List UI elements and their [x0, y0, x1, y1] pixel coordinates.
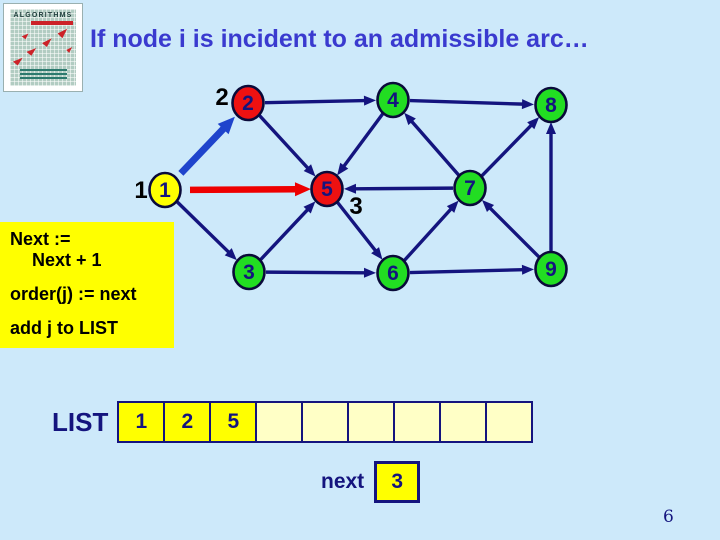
arrowhead-6-9: [521, 264, 535, 275]
graph-node-label-7: 7: [464, 177, 476, 200]
arrowhead-7-4: [404, 112, 416, 126]
list-cell-5: [301, 401, 350, 443]
book-cover-title: ALGORITHMS: [13, 12, 73, 19]
code-line-next-assign: Next :=: [10, 229, 71, 249]
code-line-order-assign: order(j) := next: [10, 284, 137, 304]
red-darts-decoration: [12, 28, 73, 66]
graph-node-3: [232, 253, 266, 291]
edge-1-2: [178, 125, 227, 176]
list-cell-7: [393, 401, 442, 443]
edge-4-8: [409, 98, 524, 106]
graph-node-5: [310, 170, 344, 208]
arrowhead-7-5: [343, 183, 357, 194]
edge-3-6: [265, 270, 366, 275]
arrowhead-2-4: [363, 95, 377, 106]
book-cover-image: ALGORITHMS: [3, 3, 83, 92]
order-label-1: 1: [134, 177, 147, 204]
list-cell-3: 5: [209, 401, 258, 443]
graph-node-label-1: 1: [159, 179, 171, 202]
arrowhead-7-8: [527, 117, 540, 130]
next-label: next: [321, 470, 365, 493]
arrowhead-1-3: [224, 248, 237, 261]
slide-title: If node i is incident to an admissible a…: [90, 25, 589, 53]
graph-node-4: [376, 81, 410, 119]
edge-4-5: [342, 112, 385, 168]
graph-node-1: [148, 171, 182, 209]
code-line-add-to-list: add j to LIST: [10, 318, 118, 338]
graph-node-label-6: 6: [387, 262, 399, 285]
edge-7-4: [410, 119, 461, 177]
pseudocode-box: Next := Next + 1 order(j) := next add j …: [0, 222, 174, 348]
list-cell-8: [439, 401, 488, 443]
list-cell-2: 2: [163, 401, 212, 443]
graph-node-label-9: 9: [545, 258, 557, 281]
order-label-2: 2: [215, 84, 228, 111]
edge-2-5: [258, 114, 310, 170]
arrowhead-2-5: [303, 164, 316, 177]
arrowhead-5-6: [371, 247, 383, 260]
graph-node-8: [534, 86, 568, 124]
code-line-next-plus-one: Next + 1: [32, 250, 102, 270]
edge-7-5: [354, 186, 454, 191]
arrowhead-9-7: [482, 200, 495, 213]
list-cell-6: [347, 401, 396, 443]
next-value-box: 3: [374, 461, 421, 503]
list-cell-4: [255, 401, 304, 443]
edge-1-3: [175, 200, 231, 254]
arrowhead-9-8: [546, 122, 556, 134]
edge-7-8: [480, 123, 533, 178]
graph-node-9: [534, 250, 568, 288]
list-label: LIST: [52, 406, 109, 437]
list-cell-9: [485, 401, 534, 443]
arrowhead-3-6: [363, 267, 377, 278]
list-cell-1: 1: [117, 401, 166, 443]
graph-node-2: [231, 84, 265, 122]
graph-node-7: [453, 169, 487, 207]
edge-5-6: [336, 201, 378, 253]
arrowhead-6-7: [446, 200, 459, 213]
page-number: 6: [663, 507, 674, 527]
graph-node-6: [376, 254, 410, 292]
edge-9-7: [488, 206, 541, 259]
edge-2-4: [264, 98, 366, 105]
graph-node-label-5: 5: [321, 178, 333, 201]
graph-node-label-2: 2: [242, 92, 254, 115]
edge-6-7: [403, 207, 453, 262]
arrowhead-1-5: [294, 182, 312, 197]
graph-node-label-8: 8: [545, 94, 557, 117]
edge-1-5: [189, 185, 297, 194]
next-pointer: next 3: [321, 461, 421, 503]
graph-node-label-3: 3: [243, 261, 255, 284]
arrowhead-3-5: [303, 201, 316, 214]
arrowhead-4-5: [337, 162, 349, 176]
book-cover-red-bar: [31, 21, 73, 25]
book-cover-text-lines: [20, 69, 67, 81]
edge-3-5: [259, 208, 310, 261]
edge-6-9: [409, 268, 524, 275]
order-label-3: 3: [349, 193, 362, 220]
book-cover-art: ALGORITHMS: [10, 9, 76, 86]
arrowhead-1-2: [217, 116, 235, 135]
arrowhead-4-8: [521, 99, 535, 110]
graph-node-label-4: 4: [387, 89, 399, 112]
